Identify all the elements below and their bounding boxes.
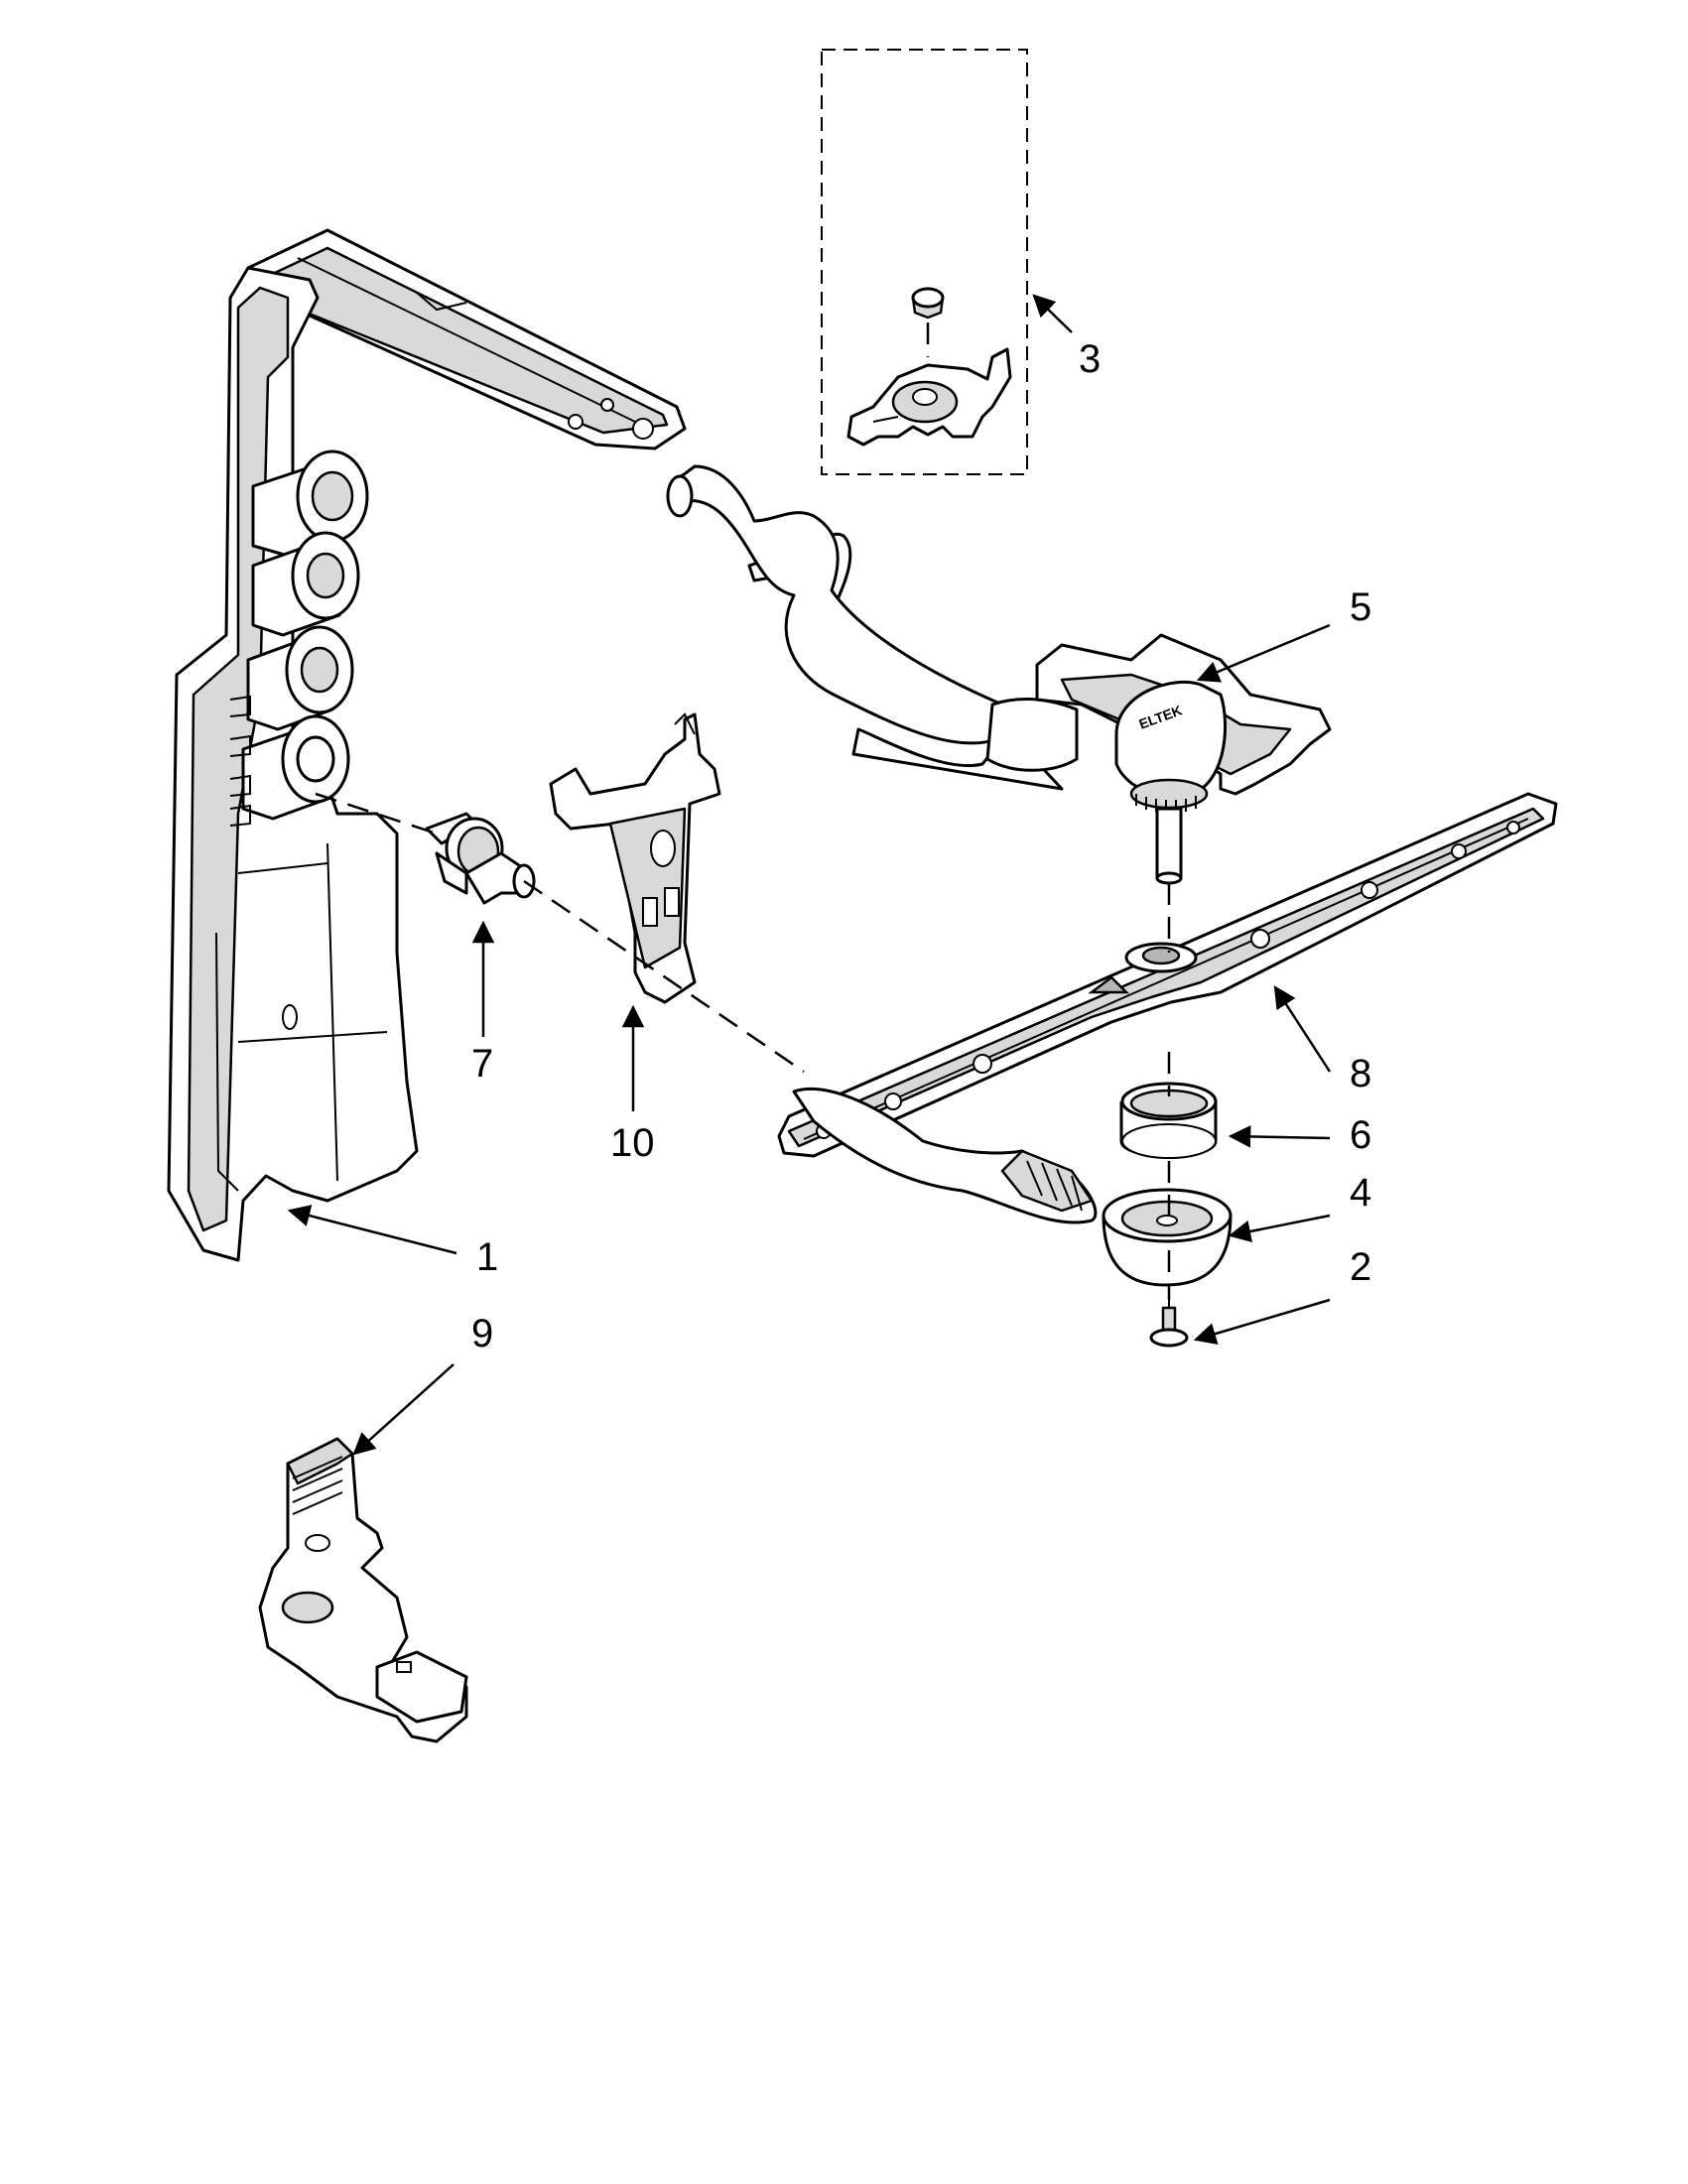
callout-6: 6 — [1350, 1113, 1371, 1157]
callout-labels: 1 2 3 4 5 6 7 8 9 10 — [471, 337, 1371, 1355]
lower-feed-tube — [792, 1087, 1098, 1224]
part-4-cup — [1102, 1188, 1233, 1287]
part-9-connector — [258, 1437, 468, 1743]
part-1-manifold — [167, 228, 687, 1262]
callout-2: 2 — [1350, 1245, 1371, 1289]
callout-4: 4 — [1350, 1171, 1371, 1215]
part-10-bracket — [549, 712, 721, 1004]
callout-10: 10 — [610, 1121, 655, 1165]
part-5-spray-arm-mount: ELTEK — [666, 464, 1332, 885]
callout-9: 9 — [471, 1312, 493, 1355]
part-3-bearing-assembly — [821, 49, 1028, 475]
part-7-valve — [425, 812, 536, 905]
callout-7: 7 — [471, 1042, 493, 1086]
callout-1: 1 — [476, 1235, 498, 1279]
callout-3: 3 — [1079, 337, 1101, 381]
part-6-ring — [1119, 1082, 1218, 1159]
part-2-screw — [1149, 1295, 1189, 1348]
leader-lines — [287, 294, 1332, 1456]
manifold-ports — [229, 450, 369, 827]
callout-5: 5 — [1350, 585, 1371, 629]
part-8-spray-arm — [777, 792, 1558, 1158]
callout-8: 8 — [1350, 1052, 1371, 1095]
assembly-lines — [315, 322, 1171, 1300]
